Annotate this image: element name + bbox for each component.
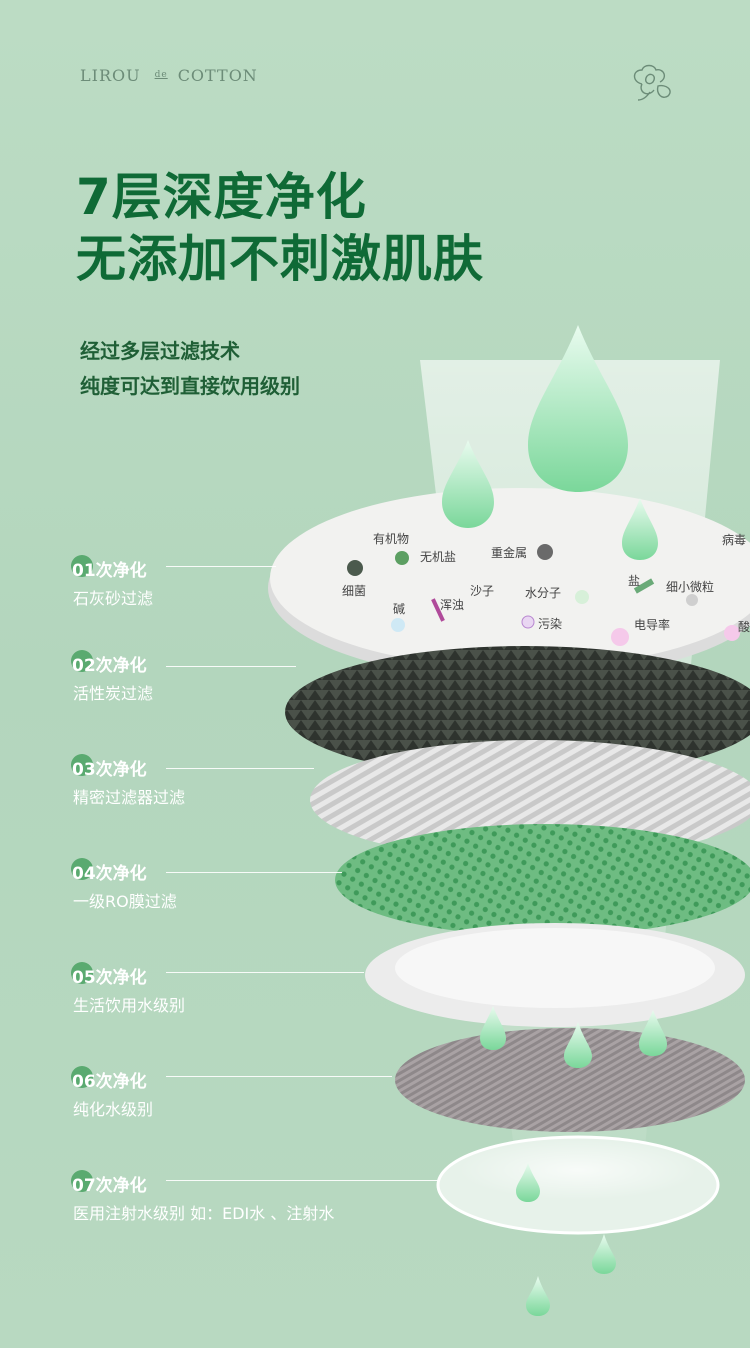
headline-line1: 7层深度净化 [76,168,367,226]
level-num: 03 [72,760,96,780]
level-label: 次净化 [95,656,147,676]
brand-left: LIROU [80,66,141,85]
tag-conductivity: 电导率 [634,618,671,632]
tag-sand: 沙子 [470,584,495,598]
brand-right: COTTON [177,66,258,85]
tag-heavy-metal: 重金属 [491,546,528,560]
subhead-line2: 纯度可达到直接饮用级别 [80,374,300,398]
level-dot [71,1066,93,1088]
tag-virus: 病毒 [722,533,747,547]
level-desc: 生活饮用水级别 [73,996,186,1015]
level-num: 05 [72,968,96,988]
level-desc: 医用注射水级别 如：EDI水 、注射水 [73,1204,335,1223]
level-label: 次净化 [95,864,147,884]
level-label: 次净化 [95,561,147,581]
brand-wordmark: LIROU de COTTON [80,66,258,85]
level-dot [71,754,93,776]
level-desc: 精密过滤器过滤 [73,788,186,807]
level-desc: 石灰砂过滤 [73,589,154,608]
tag-inorganic-salt: 无机盐 [420,550,457,564]
level-dot [71,858,93,880]
tag-pollution: 污染 [538,617,563,631]
leader-line [166,972,364,973]
level-dot [71,555,93,577]
leader-line [166,566,276,567]
level-num: 04 [72,864,96,884]
level-num: 02 [72,656,96,676]
leader-line [166,1076,392,1077]
level-num: 07 [72,1176,96,1196]
level-label: 次净化 [95,760,147,780]
tag-turbidity: 浑浊 [440,598,465,612]
tag-acid: 酸 [738,620,750,634]
level-label: 次净化 [95,1072,147,1092]
level-label: 次净化 [95,968,147,988]
level-desc: 一级RO膜过滤 [73,892,177,911]
subhead-line1: 经过多层过滤技术 [80,339,240,363]
level-label: 次净化 [95,1176,147,1196]
level-dot [71,650,93,672]
leader-line [166,768,314,769]
cotton-flower-icon [633,64,671,101]
level-desc: 活性炭过滤 [73,684,154,703]
level-dot [71,1170,93,1192]
tag-bacteria: 细菌 [342,584,367,598]
headline-line2: 无添加不刺激肌肤 [76,230,484,288]
level-num: 01 [72,561,96,581]
level-desc: 纯化水级别 [73,1100,154,1119]
leader-line [166,1180,440,1181]
brand-de: de [154,70,168,80]
tag-organic: 有机物 [373,532,410,546]
leader-line [166,666,296,667]
tag-fine-particles: 细小微粒 [666,580,715,594]
tag-salt: 盐 [628,574,641,588]
leader-line [166,872,342,873]
level-dot [71,962,93,984]
level-num: 06 [72,1072,96,1092]
tag-alkali: 碱 [393,602,406,616]
tag-water-molecule: 水分子 [525,586,562,600]
